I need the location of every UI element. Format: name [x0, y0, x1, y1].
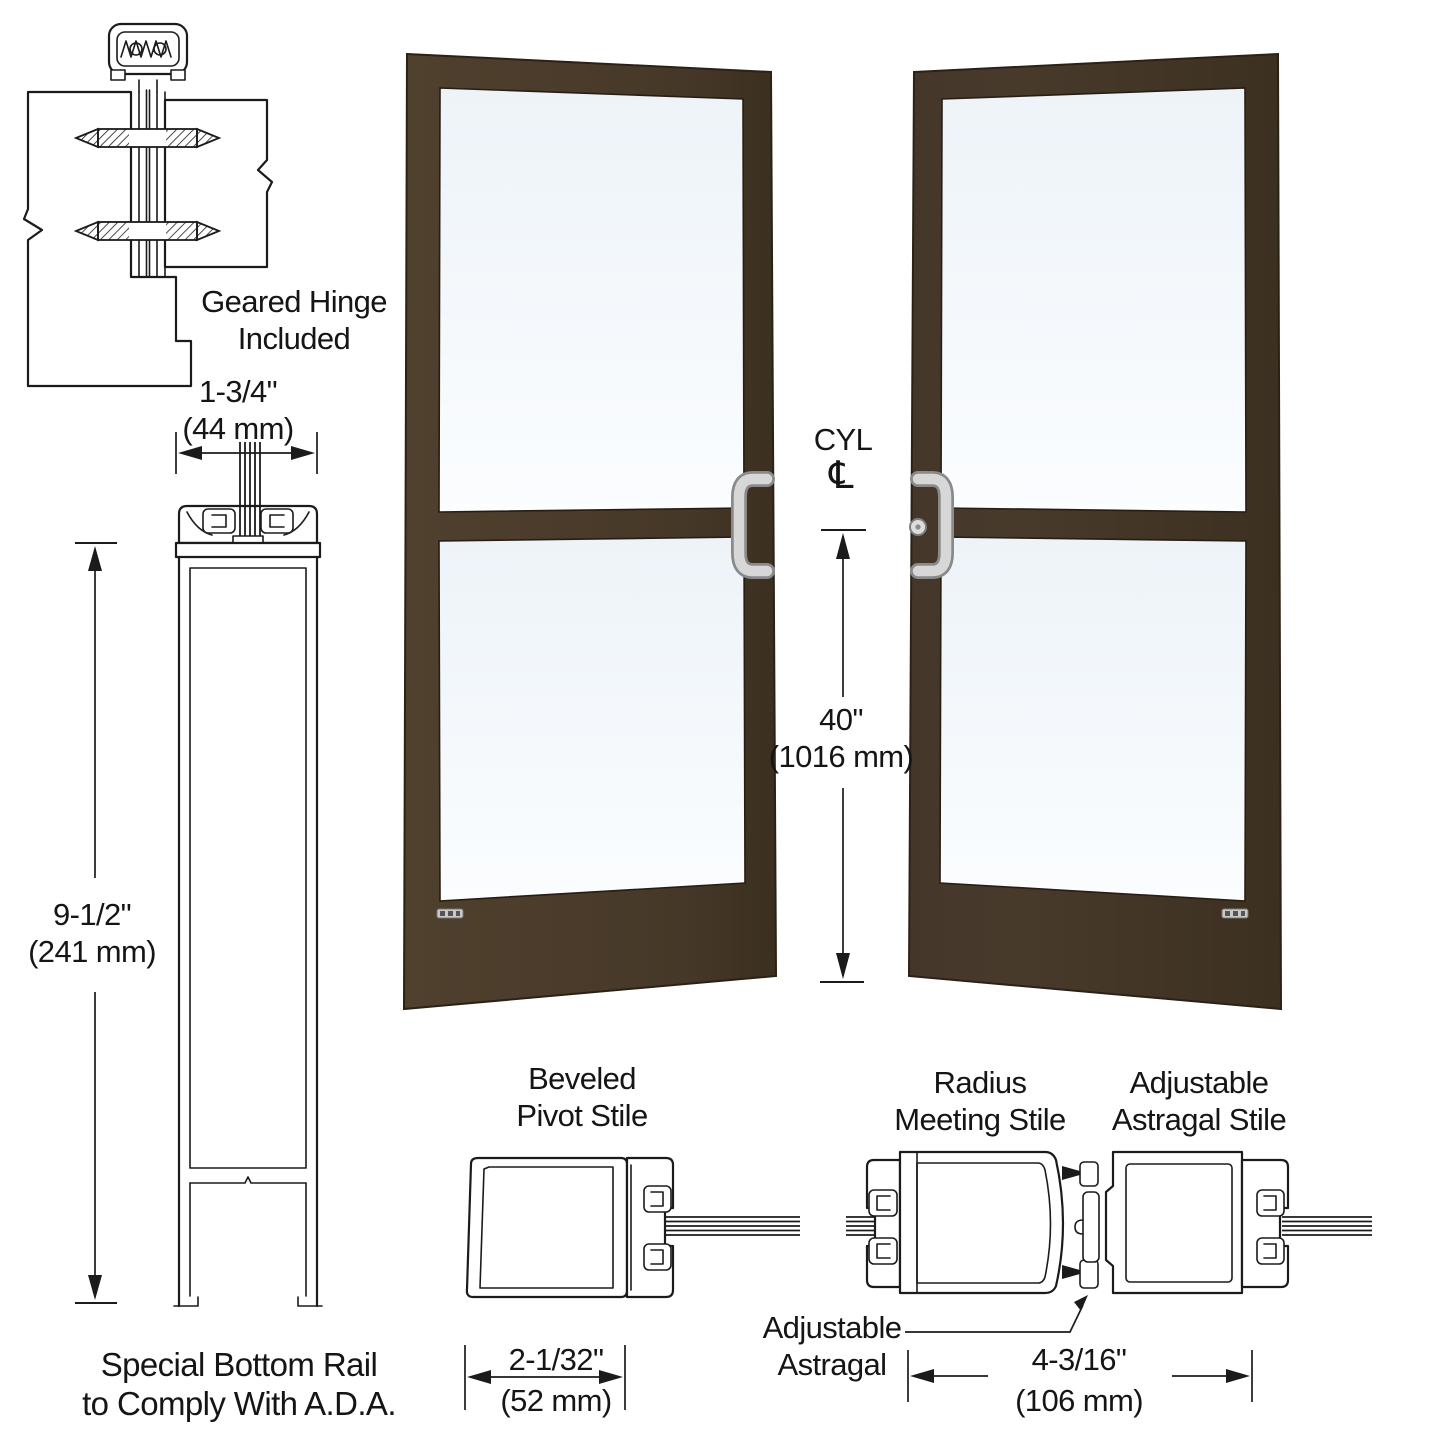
hinge-screw-bottom: [73, 220, 222, 242]
bottom-rail-caption-line2: to Comply With A.D.A.: [82, 1385, 396, 1422]
left-door-lower-glass: [438, 536, 746, 902]
rail-width-label: 1-3/4" (44 mm): [182, 373, 294, 447]
astragal-width-inches: 4-3/16": [1031, 1342, 1127, 1377]
geared-hinge-caption-line1: Geared Hinge: [201, 284, 387, 319]
pivot-stile-title-line1: Beveled: [528, 1061, 636, 1096]
astragal-stile-title: Adjustable Astragal Stile: [1111, 1064, 1287, 1138]
hinge-screw-top: [73, 127, 222, 149]
pivot-width-label: 2-1/32" (52 mm): [500, 1339, 612, 1421]
gear-knuckle: [107, 22, 189, 93]
rail-width-dimension: [175, 432, 318, 474]
bottom-rail-caption-line1: Special Bottom Rail: [100, 1346, 378, 1383]
pivot-width-mm: (52 mm): [500, 1383, 612, 1418]
astragal-leader: [905, 1295, 1088, 1333]
rail-height-dimension: [75, 542, 117, 1304]
meeting-stile-profile: [865, 1150, 1065, 1295]
left-door-handle: [731, 471, 775, 579]
bottom-rail-caption: Special Bottom Rail to Comply With A.D.A…: [82, 1345, 396, 1423]
left-door: [402, 52, 778, 1011]
pivot-stile-section: [465, 1156, 800, 1299]
right-door-badge: [1221, 908, 1249, 919]
rail-width-inches: 1-3/4": [198, 374, 278, 409]
meeting-stile-title-line1: Radius: [933, 1065, 1028, 1100]
astragal-width-mm: (106 mm): [1015, 1383, 1143, 1418]
cyl-height-mm: (1016 mm): [768, 739, 914, 774]
astragal-width-label: 4-3/16" (106 mm): [1015, 1339, 1143, 1421]
meeting-astragal-section: [846, 1150, 1372, 1333]
geared-hinge-section: [22, 22, 274, 388]
astragal-callout-line1: Adjustable: [762, 1310, 902, 1345]
cyl-label: CYL: [813, 422, 873, 457]
astragal-stile-title-line2: Astragal Stile: [1111, 1102, 1287, 1137]
meeting-stile-title-line2: Meeting Stile: [894, 1102, 1066, 1137]
glass-lines-pivot: [660, 1216, 800, 1236]
pivot-width-inches: 2-1/32": [508, 1342, 604, 1377]
cyl-height-dimension: [820, 529, 866, 983]
left-door-upper-glass: [438, 87, 745, 513]
right-door-upper-glass: [940, 87, 1247, 513]
right-door-handle: [910, 471, 954, 579]
rail-height-inches: 9-1/2": [52, 897, 132, 932]
right-door: [907, 52, 1283, 1011]
pivot-width-dimension: [464, 1345, 626, 1410]
pivot-stile-title-line2: Pivot Stile: [516, 1098, 648, 1133]
glass-lines-vertical: [239, 442, 261, 537]
cylinder-lock: [909, 518, 927, 536]
cyl-height-inches: 40": [819, 702, 863, 737]
astragal-callout: Adjustable Astragal: [763, 1309, 902, 1383]
meeting-stile-title: Radius Meeting Stile: [894, 1064, 1066, 1138]
left-door-badge: [436, 908, 464, 919]
cyl-height-label: 40" (1016 mm): [768, 701, 914, 775]
pivot-stile-title: Beveled Pivot Stile: [516, 1060, 648, 1134]
geared-hinge-caption: Geared Hinge Included: [201, 283, 387, 357]
centerline-symbol: ℄: [829, 453, 853, 497]
bottom-rail-section: [173, 442, 323, 1308]
rail-height-label: 9-1/2" (241 mm): [28, 896, 156, 970]
astragal-stile-profile: [1104, 1150, 1290, 1295]
astragal-callout-line2: Astragal: [777, 1347, 888, 1382]
astragal-stile-title-line1: Adjustable: [1129, 1065, 1269, 1100]
astragal-width-dimension: [907, 1350, 1253, 1402]
rail-height-mm: (241 mm): [28, 934, 156, 969]
rail-width-mm: (44 mm): [182, 411, 294, 446]
geared-hinge-caption-line2: Included: [237, 321, 351, 356]
right-door-lower-glass: [939, 536, 1247, 902]
